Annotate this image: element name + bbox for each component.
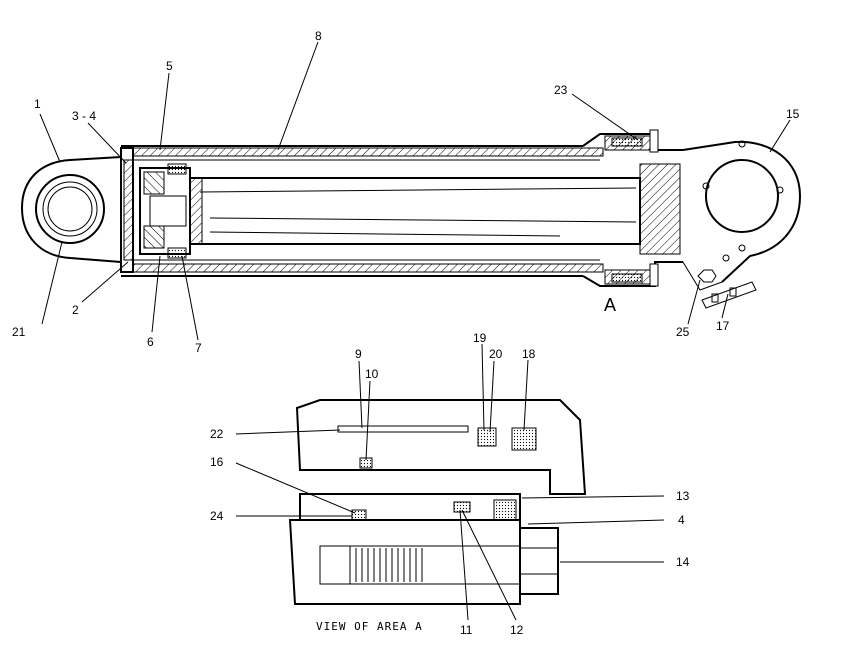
label-15: 15 xyxy=(786,107,800,121)
label-7: 7 xyxy=(195,341,202,355)
cylinder-main-view xyxy=(20,41,802,341)
detail-view-area-a xyxy=(235,343,665,621)
callout-labels: 1 3 - 4 5 8 23 15 21 2 6 7 A 25 17 9 10 … xyxy=(12,29,800,637)
rod-gland xyxy=(582,129,683,287)
head-end-eye xyxy=(20,156,122,263)
label-8: 8 xyxy=(315,29,322,43)
head-cap xyxy=(120,147,134,273)
label-5: 5 xyxy=(166,59,173,73)
label-22: 22 xyxy=(210,427,224,441)
detail-upper-body xyxy=(295,399,587,495)
label-6: 6 xyxy=(147,335,154,349)
label-11: 11 xyxy=(460,623,473,637)
label-4: 4 xyxy=(678,513,685,527)
label-16: 16 xyxy=(210,455,224,469)
label-25: 25 xyxy=(676,325,690,339)
label-20: 20 xyxy=(489,347,503,361)
label-18: 18 xyxy=(522,347,536,361)
piston xyxy=(139,163,191,259)
rod-end-eye xyxy=(682,140,802,309)
detail-leader-lines xyxy=(235,343,665,621)
bolt-head xyxy=(519,527,559,595)
label-9: 9 xyxy=(355,347,362,361)
label-area-a: A xyxy=(604,295,616,315)
label-13: 13 xyxy=(676,489,690,503)
label-17: 17 xyxy=(716,319,730,333)
detail-caption: VIEW OF AREA A xyxy=(316,620,423,633)
label-2: 2 xyxy=(72,303,79,317)
label-12: 12 xyxy=(510,623,524,637)
label-10: 10 xyxy=(365,367,379,381)
label-1: 1 xyxy=(34,97,41,111)
label-19: 19 xyxy=(473,331,487,345)
label-14: 14 xyxy=(676,555,690,569)
piston-rod xyxy=(189,177,641,245)
main-leader-lines xyxy=(39,41,791,341)
bolt-threads xyxy=(355,548,423,582)
label-3-4: 3 - 4 xyxy=(72,109,96,123)
label-21: 21 xyxy=(12,325,26,339)
label-24: 24 xyxy=(210,509,224,523)
label-23: 23 xyxy=(554,83,568,97)
detail-lower-body xyxy=(288,519,559,605)
cylinder-barrel xyxy=(121,145,604,277)
